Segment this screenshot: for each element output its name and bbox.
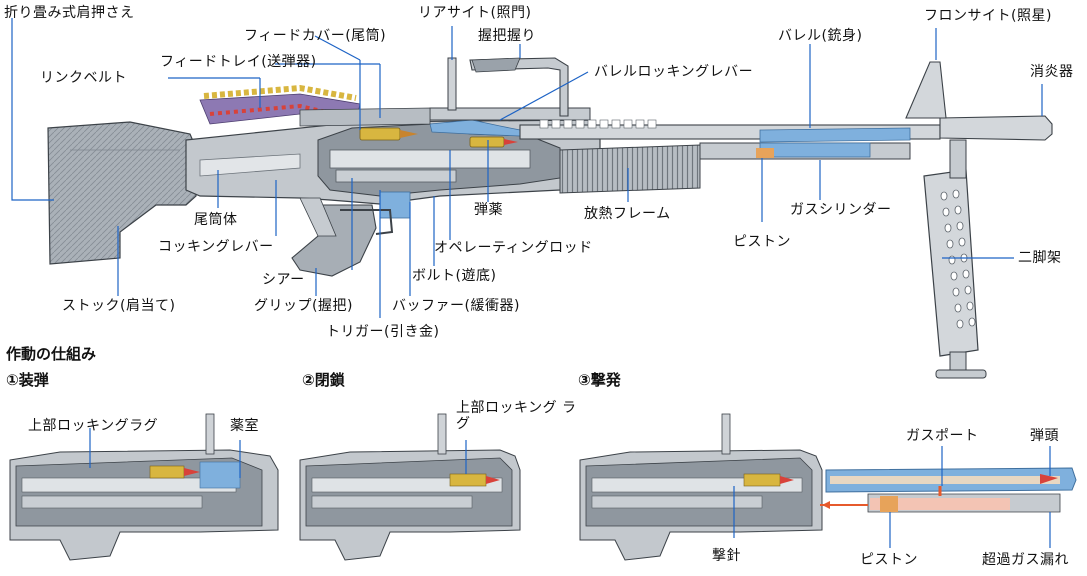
front-sight xyxy=(905,61,947,119)
label-rear-sight: リアサイト(照門) xyxy=(418,5,532,21)
label-barrel: バレル(銃身) xyxy=(778,28,863,44)
label-piston-detail: ピストン xyxy=(860,552,918,568)
label-stock: ストック(肩当て) xyxy=(62,298,176,314)
detail-loading xyxy=(9,413,279,561)
label-chamber: 薬室 xyxy=(230,418,259,434)
label-bolt: ボルト(遊底) xyxy=(412,268,497,284)
label-blowby: 超過ガス漏れ xyxy=(982,552,1069,568)
label-sear: シアー xyxy=(262,272,305,288)
label-upper-lug-2: 上部ロッキング ラグ xyxy=(456,400,577,432)
heat-shield xyxy=(559,144,701,194)
label-cocking-lever: コッキングレバー xyxy=(158,239,274,255)
step-title-loading: ①装弾 xyxy=(6,371,49,389)
stock xyxy=(47,121,197,265)
label-bullet: 弾頭 xyxy=(1030,428,1059,444)
label-heat-shield: 放熱フレーム xyxy=(584,206,671,222)
label-front-sight: フロンサイト(照星) xyxy=(924,8,1052,24)
label-feed-tray: フィードトレイ(送弾器) xyxy=(160,54,317,70)
label-gas-port: ガスポート xyxy=(906,428,979,444)
label-folding-shoulder-rest: 折り畳み式肩押さえ xyxy=(4,5,135,21)
flash-hider xyxy=(939,115,1053,141)
label-grip: グリップ(握把) xyxy=(254,298,353,314)
label-piston: ピストン xyxy=(733,234,791,250)
detail-locking xyxy=(299,413,521,561)
pistol-grip xyxy=(291,204,377,277)
label-feed-cover: フィードカバー(尾筒) xyxy=(244,28,387,44)
label-gas-cylinder: ガスシリンダー xyxy=(790,202,892,218)
label-buffer: バッファー(緩衝器) xyxy=(392,298,520,314)
step-title-firing: ③撃発 xyxy=(578,371,621,389)
label-receiver: 尾筒体 xyxy=(194,212,238,228)
label-link-belt: リンクベルト xyxy=(40,70,127,86)
leader-lines xyxy=(11,18,1043,318)
label-operating-rod: オペレーティングロッド xyxy=(434,240,593,256)
detail-firing xyxy=(579,413,1077,561)
label-upper-lug-1: 上部ロッキングラグ xyxy=(28,418,159,434)
label-barrel-lock-lever: バレルロッキングレバー xyxy=(594,64,754,80)
main-gun xyxy=(47,57,1053,379)
label-flash-hider: 消炎器 xyxy=(1030,64,1074,80)
label-firing-pin: 撃針 xyxy=(712,548,741,564)
step-title-locking: ②閉鎖 xyxy=(302,371,345,389)
label-trigger: トリガー(引き金) xyxy=(326,324,440,340)
label-bipod: 二脚架 xyxy=(1018,250,1062,266)
label-carry-handle: 握把握り xyxy=(478,28,536,44)
label-cartridge: 弾薬 xyxy=(474,202,503,218)
section-title: 作動の仕組み xyxy=(6,345,97,363)
